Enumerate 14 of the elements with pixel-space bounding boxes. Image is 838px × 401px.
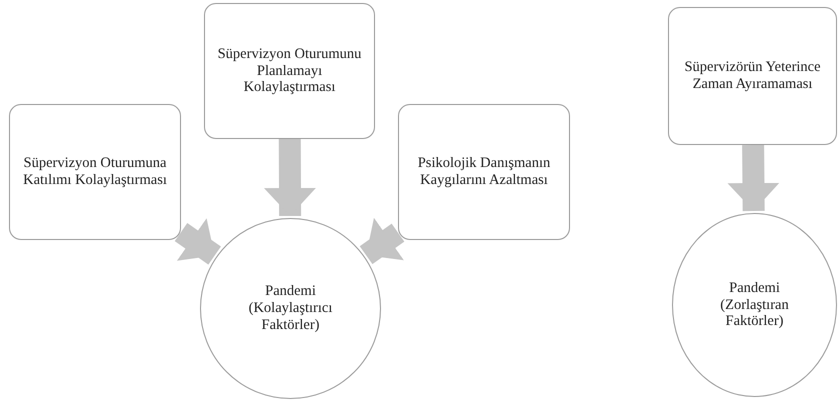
block-arrow [264,138,316,216]
factor-box [9,104,181,240]
factor-box [668,7,837,145]
node-text: Pandemi (Kolaylaştırıcı Faktörler) [248,283,334,334]
block-arrow [174,218,221,265]
node-text: Süpervizyon Oturumuna Katılımı Kolaylaştırması [22,155,168,189]
factor-box [398,104,570,240]
node-text: Süpervizyon Oturumunu Planlamayı Kolaylaştırması [216,46,362,96]
node-text: Süpervizörün Yeterince Zaman Ayıramaması [683,59,822,93]
factor-box [204,3,375,139]
block-arrow [360,218,404,264]
block-arrow [727,144,780,212]
node-text: Pandemi (Zorlaştıran Faktörler) [719,280,790,330]
node-text: Psikolojik Danışmanın Kaygılarını Azaltması [416,155,552,189]
